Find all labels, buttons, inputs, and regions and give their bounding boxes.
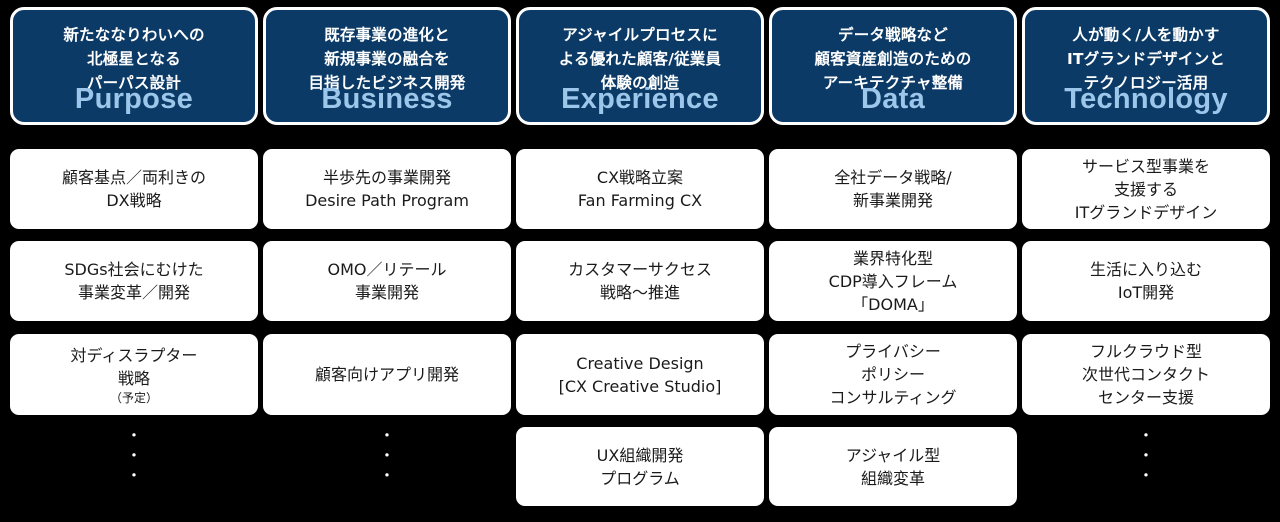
header-keyword: Data — [860, 83, 926, 115]
service-card: 業界特化型 CDP導入フレーム 「DOMA」 — [769, 241, 1017, 321]
service-card: アジャイル型 組織変革 — [769, 427, 1017, 506]
service-card: 全社データ戦略/ 新事業開発 — [769, 149, 1017, 229]
service-card-content: Creative Design [CX Creative Studio] — [559, 352, 722, 398]
more-items-ellipsis: ･･･ — [10, 426, 258, 486]
service-card: カスタマーサクセス 戦略～推進 — [516, 241, 764, 321]
service-card-label: UX組織開発 プログラム — [596, 445, 684, 488]
service-card: 半歩先の事業開発 Desire Path Program — [263, 149, 511, 229]
service-card: Creative Design [CX Creative Studio] — [516, 334, 764, 415]
service-card-label: SDGs社会にむけた 事業変革／開発 — [64, 260, 204, 302]
ellipsis-dot: ･ — [1141, 466, 1150, 485]
header-description: 人が動く/人を動かす ITグランドデザインと テクノロジー活用 — [1066, 26, 1226, 92]
more-items-ellipsis: ･･･ — [263, 426, 511, 486]
ellipsis-dot: ･ — [129, 466, 138, 485]
service-card-content: フルクラウド型 次世代コンタクト センター支援 — [1082, 340, 1210, 409]
service-card-label: サービス型事業を 支援する ITグランドデザイン — [1074, 156, 1218, 222]
ellipsis-dot: ･ — [382, 466, 391, 485]
service-card-content: CX戦略立案 Fan Farming CX — [578, 166, 702, 212]
service-card-note: （予定） — [109, 390, 158, 405]
ellipsis-dot: ･ — [129, 446, 138, 465]
service-card-label: カスタマーサクセス 戦略～推進 — [568, 260, 712, 302]
service-card: フルクラウド型 次世代コンタクト センター支援 — [1022, 334, 1270, 415]
header-keyword: Experience — [561, 83, 719, 115]
header-description: データ戦略など 顧客資産創造のための アーキテクチャ整備 — [814, 26, 972, 92]
service-card-label: Creative Design [CX Creative Studio] — [558, 353, 722, 396]
service-card: 顧客向けアプリ開発 — [263, 334, 511, 415]
service-card-label: プライバシー ポリシー コンサルティング — [829, 342, 957, 407]
service-card-label: CX戦略立案 Fan Farming CX — [577, 168, 703, 210]
service-card-content: 対ディスラプター 戦略 （予定） — [71, 344, 198, 406]
service-card: 生活に入り込む IoT開発 — [1022, 241, 1270, 321]
header-description: アジャイルプロセスに よる優れた顧客/従業員 体験の創造 — [558, 26, 722, 92]
ellipsis-dot: ･ — [382, 446, 391, 465]
service-card: 顧客基点／両利きの DX戦略 — [10, 149, 258, 229]
service-card-content: カスタマーサクセス 戦略～推進 — [568, 258, 712, 304]
service-card: 対ディスラプター 戦略 （予定） — [10, 334, 258, 415]
service-card: OMO／リテール 事業開発 — [263, 241, 511, 321]
service-card-content: 生活に入り込む IoT開発 — [1090, 258, 1202, 304]
service-card-label: アジャイル型 組織変革 — [845, 445, 941, 488]
service-card-content: 半歩先の事業開発 Desire Path Program — [305, 166, 469, 212]
service-card-label: OMO／リテール 事業開発 — [327, 260, 447, 302]
header-description: 新たななりわいへの 北極星となる パーパス設計 — [63, 26, 205, 92]
header-keyword: Purpose — [74, 83, 194, 115]
service-card: SDGs社会にむけた 事業変革／開発 — [10, 241, 258, 321]
header-keyword: Business — [321, 83, 453, 115]
service-card-content: OMO／リテール 事業開発 — [328, 258, 447, 304]
service-card-label: 業界特化型 CDP導入フレーム 「DOMA」 — [828, 248, 958, 314]
service-card-content: アジャイル型 組織変革 — [846, 444, 941, 490]
service-card-label: 生活に入り込む IoT開発 — [1089, 260, 1202, 302]
ellipsis-dot: ･ — [1141, 446, 1150, 465]
service-card-content: プライバシー ポリシー コンサルティング — [829, 340, 956, 409]
service-card-content: 顧客向けアプリ開発 — [315, 363, 459, 386]
service-card: サービス型事業を 支援する ITグランドデザイン — [1022, 149, 1270, 229]
service-card-content: 業界特化型 CDP導入フレーム 「DOMA」 — [829, 247, 958, 316]
service-card-label: 全社データ戦略/ 新事業開発 — [834, 168, 952, 210]
service-card-content: UX組織開発 プログラム — [597, 444, 684, 490]
service-card-content: SDGs社会にむけた 事業変革／開発 — [64, 258, 203, 304]
service-card-content: サービス型事業を 支援する ITグランドデザイン — [1075, 155, 1218, 224]
service-card-content: 顧客基点／両利きの DX戦略 — [62, 166, 206, 212]
header-keyword: Technology — [1064, 83, 1228, 115]
ellipsis-dot: ･ — [129, 426, 138, 445]
service-card-label: 対ディスラプター 戦略 — [70, 345, 198, 388]
header-description: 既存事業の進化と 新規事業の融合を 目指したビジネス開発 — [308, 26, 466, 92]
ellipsis-dot: ･ — [382, 426, 391, 445]
service-card-label: 半歩先の事業開発 Desire Path Program — [305, 168, 469, 210]
service-card-label: 顧客基点／両利きの DX戦略 — [61, 168, 206, 210]
more-items-ellipsis: ･･･ — [1022, 426, 1270, 486]
ellipsis-dot: ･ — [1141, 426, 1150, 445]
service-card: プライバシー ポリシー コンサルティング — [769, 334, 1017, 415]
service-card-label: 顧客向けアプリ開発 — [314, 365, 459, 384]
service-card: CX戦略立案 Fan Farming CX — [516, 149, 764, 229]
service-card: UX組織開発 プログラム — [516, 427, 764, 506]
service-card-label: フルクラウド型 次世代コンタクト センター支援 — [1081, 342, 1210, 407]
service-card-content: 全社データ戦略/ 新事業開発 — [834, 166, 951, 212]
